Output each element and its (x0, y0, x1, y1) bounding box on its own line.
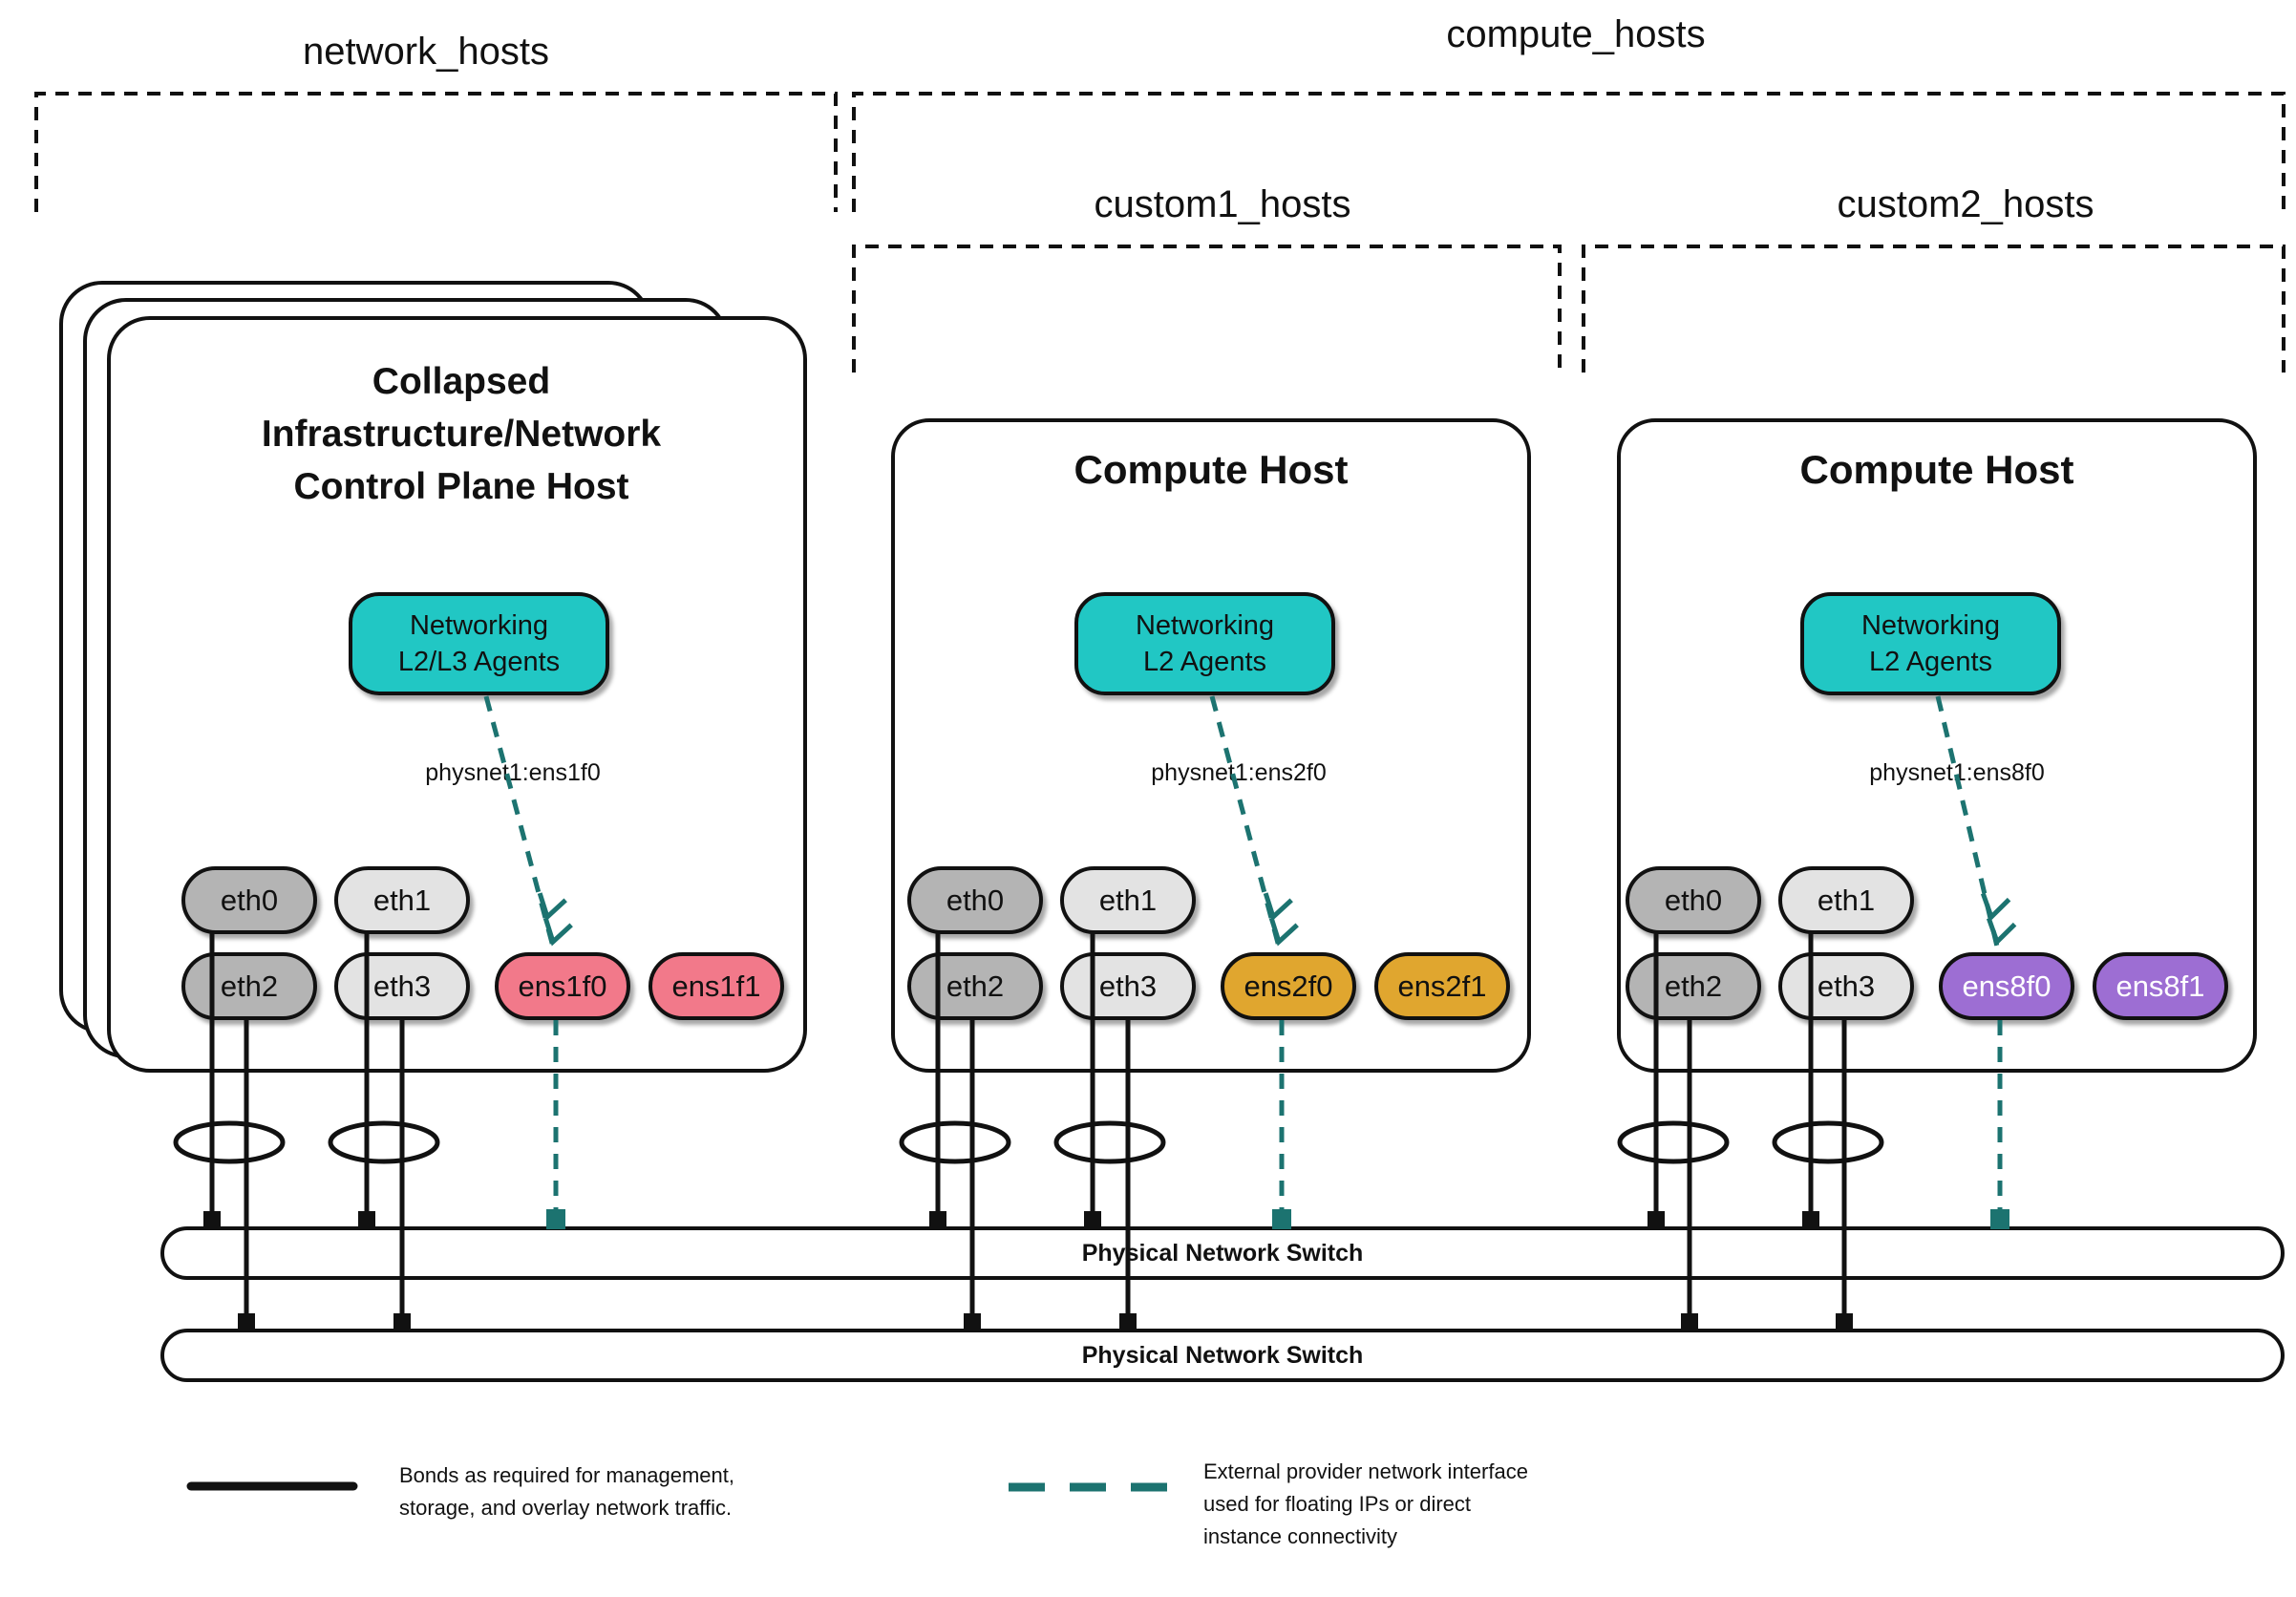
group-label-custom2-hosts: custom2_hosts (1837, 183, 2094, 225)
legend-provider-text: External provider network interface used… (1203, 1459, 1528, 1548)
bond-ellipse (1053, 1120, 1166, 1164)
bond-ellipse (173, 1120, 286, 1164)
host3-nic-eth3: eth3 (1778, 952, 1914, 1020)
bond-ellipse (328, 1120, 440, 1164)
host1-nic-eth3: eth3 (334, 952, 470, 1020)
host1-nic-ens1f1: ens1f1 (648, 952, 784, 1020)
host3-physnet-mapping-label: physnet1:ens8f0 (1869, 759, 2045, 786)
host1-nic-eth2: eth2 (181, 952, 317, 1020)
host2-networking-agents-box: Networking L2 Agents (1074, 592, 1335, 695)
bond-ellipse (1772, 1120, 1884, 1164)
group-label-compute-hosts: compute_hosts (1446, 13, 1706, 55)
host3-nic-eth1: eth1 (1778, 866, 1914, 934)
host1-nic-ens1f0: ens1f0 (495, 952, 630, 1020)
host1-nic-eth1: eth1 (334, 866, 470, 934)
network-hosts-bracket (34, 92, 838, 212)
host2-nic-ens2f1: ens2f1 (1374, 952, 1510, 1020)
host2-nic-eth2: eth2 (907, 952, 1043, 1020)
host3-nic-ens8f0: ens8f0 (1939, 952, 2074, 1020)
host3-nic-eth0: eth0 (1626, 866, 1761, 934)
host3-title: Compute Host (1799, 447, 2074, 492)
physical-network-switch-1: Physical Network Switch (160, 1226, 2285, 1280)
group-label-network-hosts: network_hosts (303, 31, 549, 73)
bond-ellipses (173, 1120, 1884, 1164)
host2-title: Compute Host (1074, 447, 1349, 492)
host1-nic-eth0: eth0 (181, 866, 317, 934)
host2-nic-eth0: eth0 (907, 866, 1043, 934)
host1-networking-agents-box: Networking L2/L3 Agents (349, 592, 609, 695)
physical-network-switch-2: Physical Network Switch (160, 1329, 2285, 1382)
bond-ellipse (899, 1120, 1011, 1164)
group-label-custom1-hosts: custom1_hosts (1094, 183, 1351, 225)
host2-physnet-mapping-label: physnet1:ens2f0 (1151, 759, 1327, 786)
host2-nic-eth1: eth1 (1060, 866, 1196, 934)
custom1-hosts-bracket (852, 245, 1562, 373)
legend-bonds-text: Bonds as required for management, storag… (399, 1463, 734, 1520)
custom2-hosts-bracket (1582, 245, 2285, 373)
host2-nic-eth3: eth3 (1060, 952, 1196, 1020)
host1-title: Collapsed Infrastructure/Network Control… (261, 361, 662, 507)
host1-physnet-mapping-label: physnet1:ens1f0 (425, 759, 601, 786)
host3-nic-eth2: eth2 (1626, 952, 1761, 1020)
host3-networking-agents-box: Networking L2 Agents (1800, 592, 2061, 695)
host2-nic-ens2f0: ens2f0 (1221, 952, 1356, 1020)
bond-ellipse (1617, 1120, 1730, 1164)
host3-nic-ens8f1: ens8f1 (2093, 952, 2228, 1020)
